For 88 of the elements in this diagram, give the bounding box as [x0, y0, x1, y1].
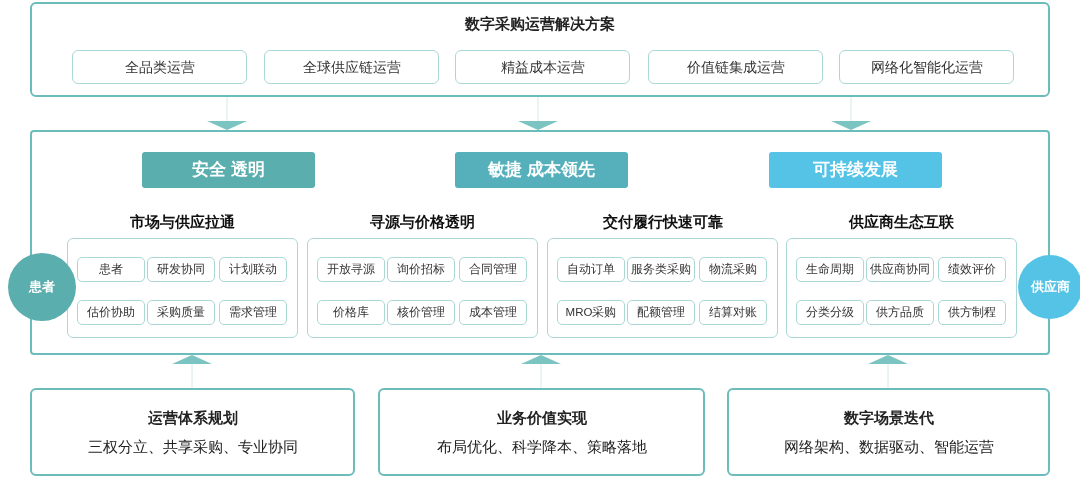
function-label: 采购质量: [156, 305, 206, 320]
function-label: 价格库: [332, 305, 370, 320]
operation-label: 网络化智能化运营: [869, 58, 984, 77]
goal-banner: [769, 152, 942, 188]
function-box: [866, 300, 934, 325]
goal-banner: [142, 152, 315, 188]
function-box: [147, 257, 215, 282]
chevron-arrow: [868, 354, 908, 389]
function-box: [557, 300, 625, 325]
function-label: 开放寻源: [326, 262, 376, 277]
function-label: 成本管理: [468, 305, 518, 320]
function-box: [627, 257, 695, 282]
function-label: 生命周期: [805, 262, 855, 277]
operation-label: 价值链集成运营: [685, 58, 786, 77]
foundation-box: [727, 388, 1050, 476]
function-label: 询价招标: [396, 262, 446, 277]
function-label: 患者: [98, 262, 124, 277]
function-label: 供方制程: [947, 305, 997, 320]
function-box: [317, 300, 385, 325]
operation-label: 全球供应链运营: [301, 58, 402, 77]
foundation-text: 三权分立、共享采购、专业协同: [86, 438, 299, 457]
function-box: [796, 300, 864, 325]
chevron-arrow: [207, 96, 247, 131]
banner-label: 安全 透明: [191, 159, 266, 181]
foundation-title: 运营体系规划: [146, 409, 239, 428]
function-box: [459, 257, 527, 282]
group-heading: 交付履行快速可靠: [601, 212, 724, 232]
function-box: [77, 300, 145, 325]
function-label: 研发协同: [156, 262, 206, 277]
function-box: [699, 257, 767, 282]
function-box: [147, 300, 215, 325]
chevron-arrow: [831, 96, 871, 131]
function-box: [317, 257, 385, 282]
banner-label: 可持续发展: [812, 159, 899, 181]
function-label: 结算对账: [708, 305, 758, 320]
function-box: [938, 300, 1006, 325]
function-label: 物流采购: [708, 262, 758, 277]
banner-label: 敏捷 成本领先: [486, 159, 596, 181]
operation-label: 精益成本运营: [499, 58, 586, 77]
function-box: [938, 257, 1006, 282]
function-label: 合同管理: [468, 262, 518, 277]
group-heading: 市场与供应拉通: [129, 212, 236, 232]
function-label: 供应商协同: [869, 262, 931, 277]
function-label: 服务类采购: [630, 262, 692, 277]
chevron-arrow: [172, 354, 212, 389]
function-label: 绩效评价: [947, 262, 997, 277]
circle-label: 患者: [28, 278, 56, 296]
panel-title: 数字采购运营解决方案: [464, 15, 616, 34]
function-box: [557, 257, 625, 282]
function-label: 估价协助: [86, 305, 136, 320]
foundation-box: [378, 388, 705, 476]
function-label: 配额管理: [636, 305, 686, 320]
group-heading: 供应商生态互联: [847, 212, 955, 232]
operation-label: 全品类运营: [123, 58, 196, 77]
function-label: 需求管理: [228, 305, 278, 320]
function-label: MRO采购: [564, 305, 618, 320]
function-box: [219, 257, 287, 282]
operation-box: [648, 50, 823, 84]
function-label: 分类分级: [805, 305, 855, 320]
operation-box: [72, 50, 247, 84]
function-box: [387, 300, 455, 325]
foundation-text: 布局优化、科学降本、策略落地: [435, 438, 648, 457]
foundation-box: [30, 388, 355, 476]
function-box: [387, 257, 455, 282]
operation-box: [839, 50, 1014, 84]
foundation-title: 数字场景迭代: [842, 409, 935, 428]
operation-box: [264, 50, 439, 84]
function-box: [219, 300, 287, 325]
goal-banner: [455, 152, 628, 188]
solution-panel: [30, 2, 1050, 97]
chevron-arrow: [518, 96, 558, 131]
function-box: [866, 257, 934, 282]
function-box: [627, 300, 695, 325]
function-box: [77, 257, 145, 282]
function-label: 计划联动: [228, 262, 278, 277]
foundation-title: 业务价值实现: [495, 409, 588, 428]
function-box: [459, 300, 527, 325]
function-label: 自动订单: [566, 262, 616, 277]
circle-label: 供应商: [1029, 278, 1071, 296]
function-box: [699, 300, 767, 325]
supplier-circle: [1018, 255, 1080, 319]
group-heading: 寻源与价格透明: [369, 212, 476, 232]
function-label: 供方品质: [875, 305, 925, 320]
function-box: [796, 257, 864, 282]
operation-box: [455, 50, 630, 84]
function-label: 核价管理: [396, 305, 446, 320]
foundation-text: 网络架构、数据驱动、智能运营: [782, 438, 995, 457]
chevron-arrow: [521, 354, 561, 389]
